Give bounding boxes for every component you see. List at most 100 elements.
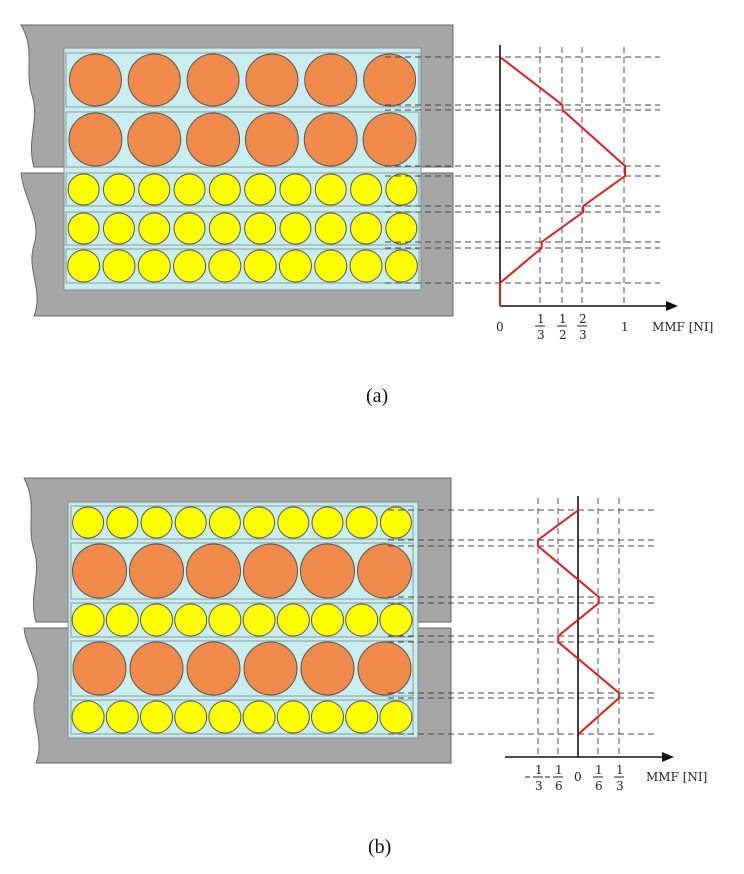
winding-layers-b xyxy=(70,505,414,735)
axis-label-b: MMF [NI] xyxy=(646,770,707,784)
secondary-conductor xyxy=(311,700,344,734)
secondary-conductor xyxy=(314,212,347,245)
winding-layer xyxy=(70,640,414,697)
secondary-conductor xyxy=(314,173,347,206)
secondary-conductor xyxy=(277,506,310,539)
primary-conductor xyxy=(303,112,358,167)
secondary-conductor xyxy=(385,173,418,206)
primary-conductor xyxy=(357,543,412,599)
secondary-conductor xyxy=(137,249,171,283)
primary-conductor xyxy=(362,112,417,167)
secondary-conductor xyxy=(67,212,100,245)
mmf-profile-line-b xyxy=(537,509,620,735)
secondary-conductor xyxy=(105,700,139,734)
zero-label-a: 0 xyxy=(496,320,504,334)
primary-conductor xyxy=(186,112,241,167)
secondary-conductor xyxy=(208,700,242,734)
primary-conductor xyxy=(186,641,241,696)
secondary-conductor xyxy=(279,173,312,206)
tick-numerator: 1 xyxy=(535,763,543,777)
secondary-conductor xyxy=(102,249,136,283)
primary-conductor xyxy=(72,543,127,599)
primary-conductor xyxy=(186,53,240,107)
secondary-conductor xyxy=(243,506,276,539)
secondary-conductor xyxy=(345,700,379,734)
secondary-conductor xyxy=(174,700,208,734)
tick-denominator: 6 xyxy=(595,779,603,793)
axis-arrow-a xyxy=(666,301,678,311)
caption-a: (a) xyxy=(366,385,388,407)
secondary-conductor xyxy=(243,249,277,283)
secondary-conductor xyxy=(67,173,100,206)
secondary-conductor xyxy=(244,173,277,206)
secondary-conductor xyxy=(208,212,241,245)
primary-conductor xyxy=(72,641,127,696)
secondary-conductor xyxy=(350,173,383,206)
secondary-conductor xyxy=(140,603,173,637)
tick-label: 1 xyxy=(621,320,629,334)
tick-numerator: 1 xyxy=(559,312,567,326)
winding-layers-a xyxy=(65,52,420,284)
secondary-conductor xyxy=(173,212,206,245)
secondary-conductor xyxy=(379,506,412,539)
secondary-conductor xyxy=(105,603,139,637)
tick-denominator: 3 xyxy=(535,779,543,793)
secondary-conductor xyxy=(208,173,241,206)
tick-denominator: 3 xyxy=(537,328,545,342)
secondary-conductor xyxy=(311,506,344,539)
secondary-conductor xyxy=(379,700,413,734)
tick-numerator: 2 xyxy=(579,312,587,326)
tick-denominator: 6 xyxy=(555,779,563,793)
zero-label-b: 0 xyxy=(574,770,582,784)
primary-conductor xyxy=(300,543,355,599)
primary-conductor xyxy=(304,53,358,107)
primary-conductor xyxy=(363,53,417,107)
secondary-conductor xyxy=(67,249,101,283)
primary-conductor xyxy=(129,543,184,599)
primary-conductor xyxy=(127,112,182,167)
tick-numerator: 1 xyxy=(595,763,603,777)
tick-numerator: 1 xyxy=(537,312,545,326)
core-lower-b xyxy=(23,627,452,764)
secondary-conductor xyxy=(379,603,413,637)
primary-conductor xyxy=(244,112,299,167)
core-lower-a xyxy=(20,172,454,317)
secondary-conductor xyxy=(349,249,383,283)
secondary-conductor xyxy=(314,249,348,283)
secondary-conductor xyxy=(71,700,105,734)
secondary-conductor xyxy=(311,603,344,637)
dashed-guides-a xyxy=(385,47,660,306)
secondary-conductor xyxy=(140,506,173,539)
secondary-conductor xyxy=(208,506,241,539)
primary-conductor xyxy=(127,53,181,107)
mmf-profile-line-a xyxy=(499,56,626,306)
secondary-conductor xyxy=(102,173,135,206)
tick-denominator: 3 xyxy=(579,328,587,342)
secondary-conductor xyxy=(278,249,312,283)
primary-conductor xyxy=(357,641,412,696)
secondary-conductor xyxy=(71,603,105,637)
primary-conductor xyxy=(129,641,184,696)
primary-conductor xyxy=(243,543,298,599)
primary-conductor xyxy=(68,53,122,107)
secondary-conductor xyxy=(174,506,207,539)
secondary-conductor xyxy=(106,506,139,539)
secondary-conductor xyxy=(279,212,312,245)
secondary-conductor xyxy=(138,212,171,245)
secondary-conductor xyxy=(72,506,105,539)
tick-numerator: 1 xyxy=(555,763,563,777)
caption-b: (b) xyxy=(368,836,391,858)
secondary-conductor xyxy=(384,249,418,283)
primary-conductor xyxy=(245,53,299,107)
winding-layer xyxy=(65,111,420,168)
tick-denominator: 3 xyxy=(616,779,624,793)
secondary-conductor xyxy=(138,173,171,206)
winding-layer xyxy=(65,52,420,108)
primary-conductor xyxy=(243,641,298,696)
axis-label-a: MMF [NI] xyxy=(652,320,713,334)
